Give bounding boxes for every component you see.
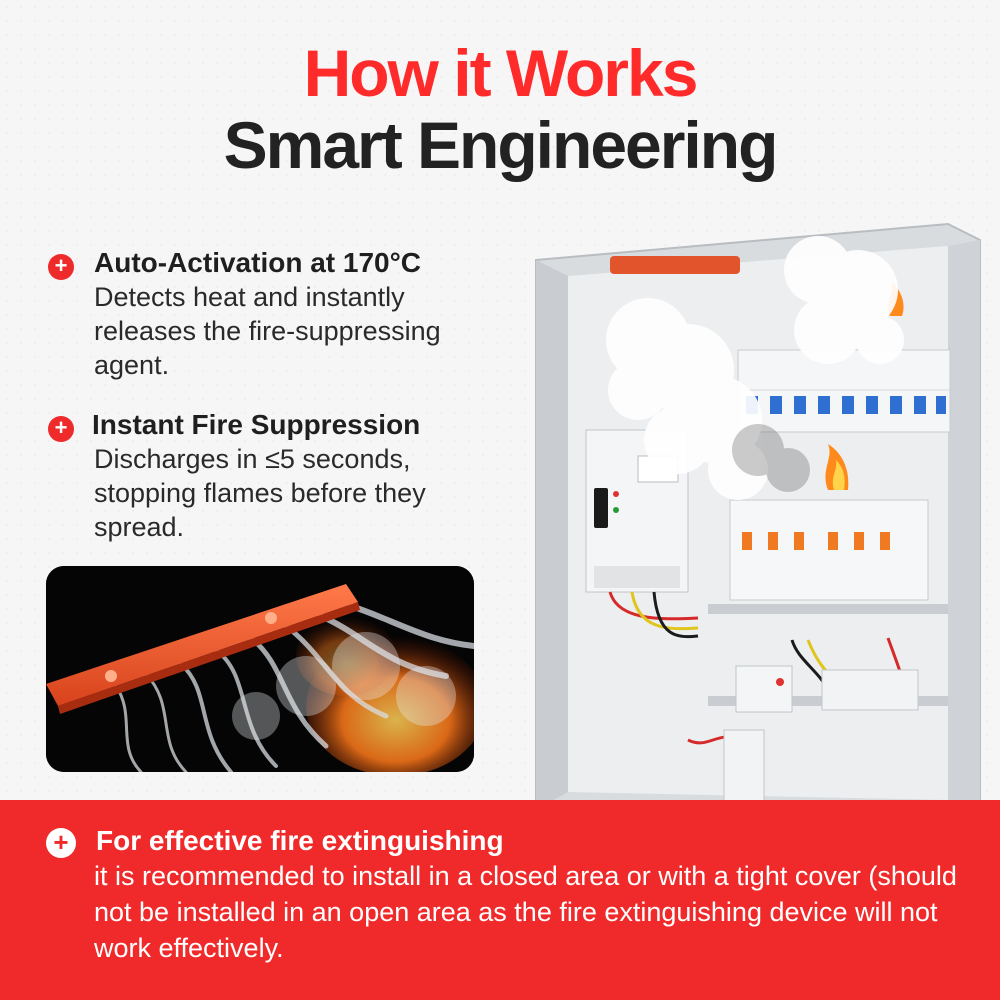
surge-protector-row — [729, 499, 929, 601]
note-description: it is recommended to install in a closed… — [94, 861, 957, 963]
headline-line-2: Smart Engineering — [223, 108, 779, 182]
discharge-illustration — [46, 566, 474, 772]
plus-circle-icon: + — [48, 254, 74, 280]
relay-module — [735, 665, 793, 713]
feature-title: Auto-Activation at 170°C — [94, 247, 422, 278]
plus-circle-icon: + — [46, 828, 76, 858]
feature-instant-suppression: + Instant Fire Suppression Discharges in… — [48, 408, 488, 544]
installation-note-banner: + For effective fire extinguishing it is… — [0, 800, 1000, 1000]
headline-line-1: How it Works — [303, 36, 699, 110]
electrical-cabinet-illustration — [528, 220, 990, 840]
feature-description: Discharges in ≤5 seconds, stopping flame… — [94, 444, 426, 542]
discharge-photo — [46, 566, 474, 772]
plus-circle-icon: + — [48, 416, 74, 442]
cabinet-svg — [535, 222, 981, 834]
main-breaker — [585, 429, 689, 593]
smoke-streams — [114, 603, 474, 772]
smoke-cloud — [606, 236, 904, 500]
note-title: For effective fire extinguishing — [96, 825, 504, 856]
terminal-block — [821, 669, 919, 711]
circuit-breaker-row — [737, 349, 951, 433]
feature-description: Detects heat and instantly releases the … — [94, 282, 441, 380]
feature-auto-activation: + Auto-Activation at 170°C Detects heat … — [48, 246, 488, 382]
wiring — [608, 591, 908, 745]
headline: How it Works Smart Engineering — [0, 40, 1000, 178]
feature-title: Instant Fire Suppression — [92, 409, 421, 440]
fire-extinguishing-device — [610, 256, 740, 274]
extinguisher-strip — [46, 584, 360, 714]
